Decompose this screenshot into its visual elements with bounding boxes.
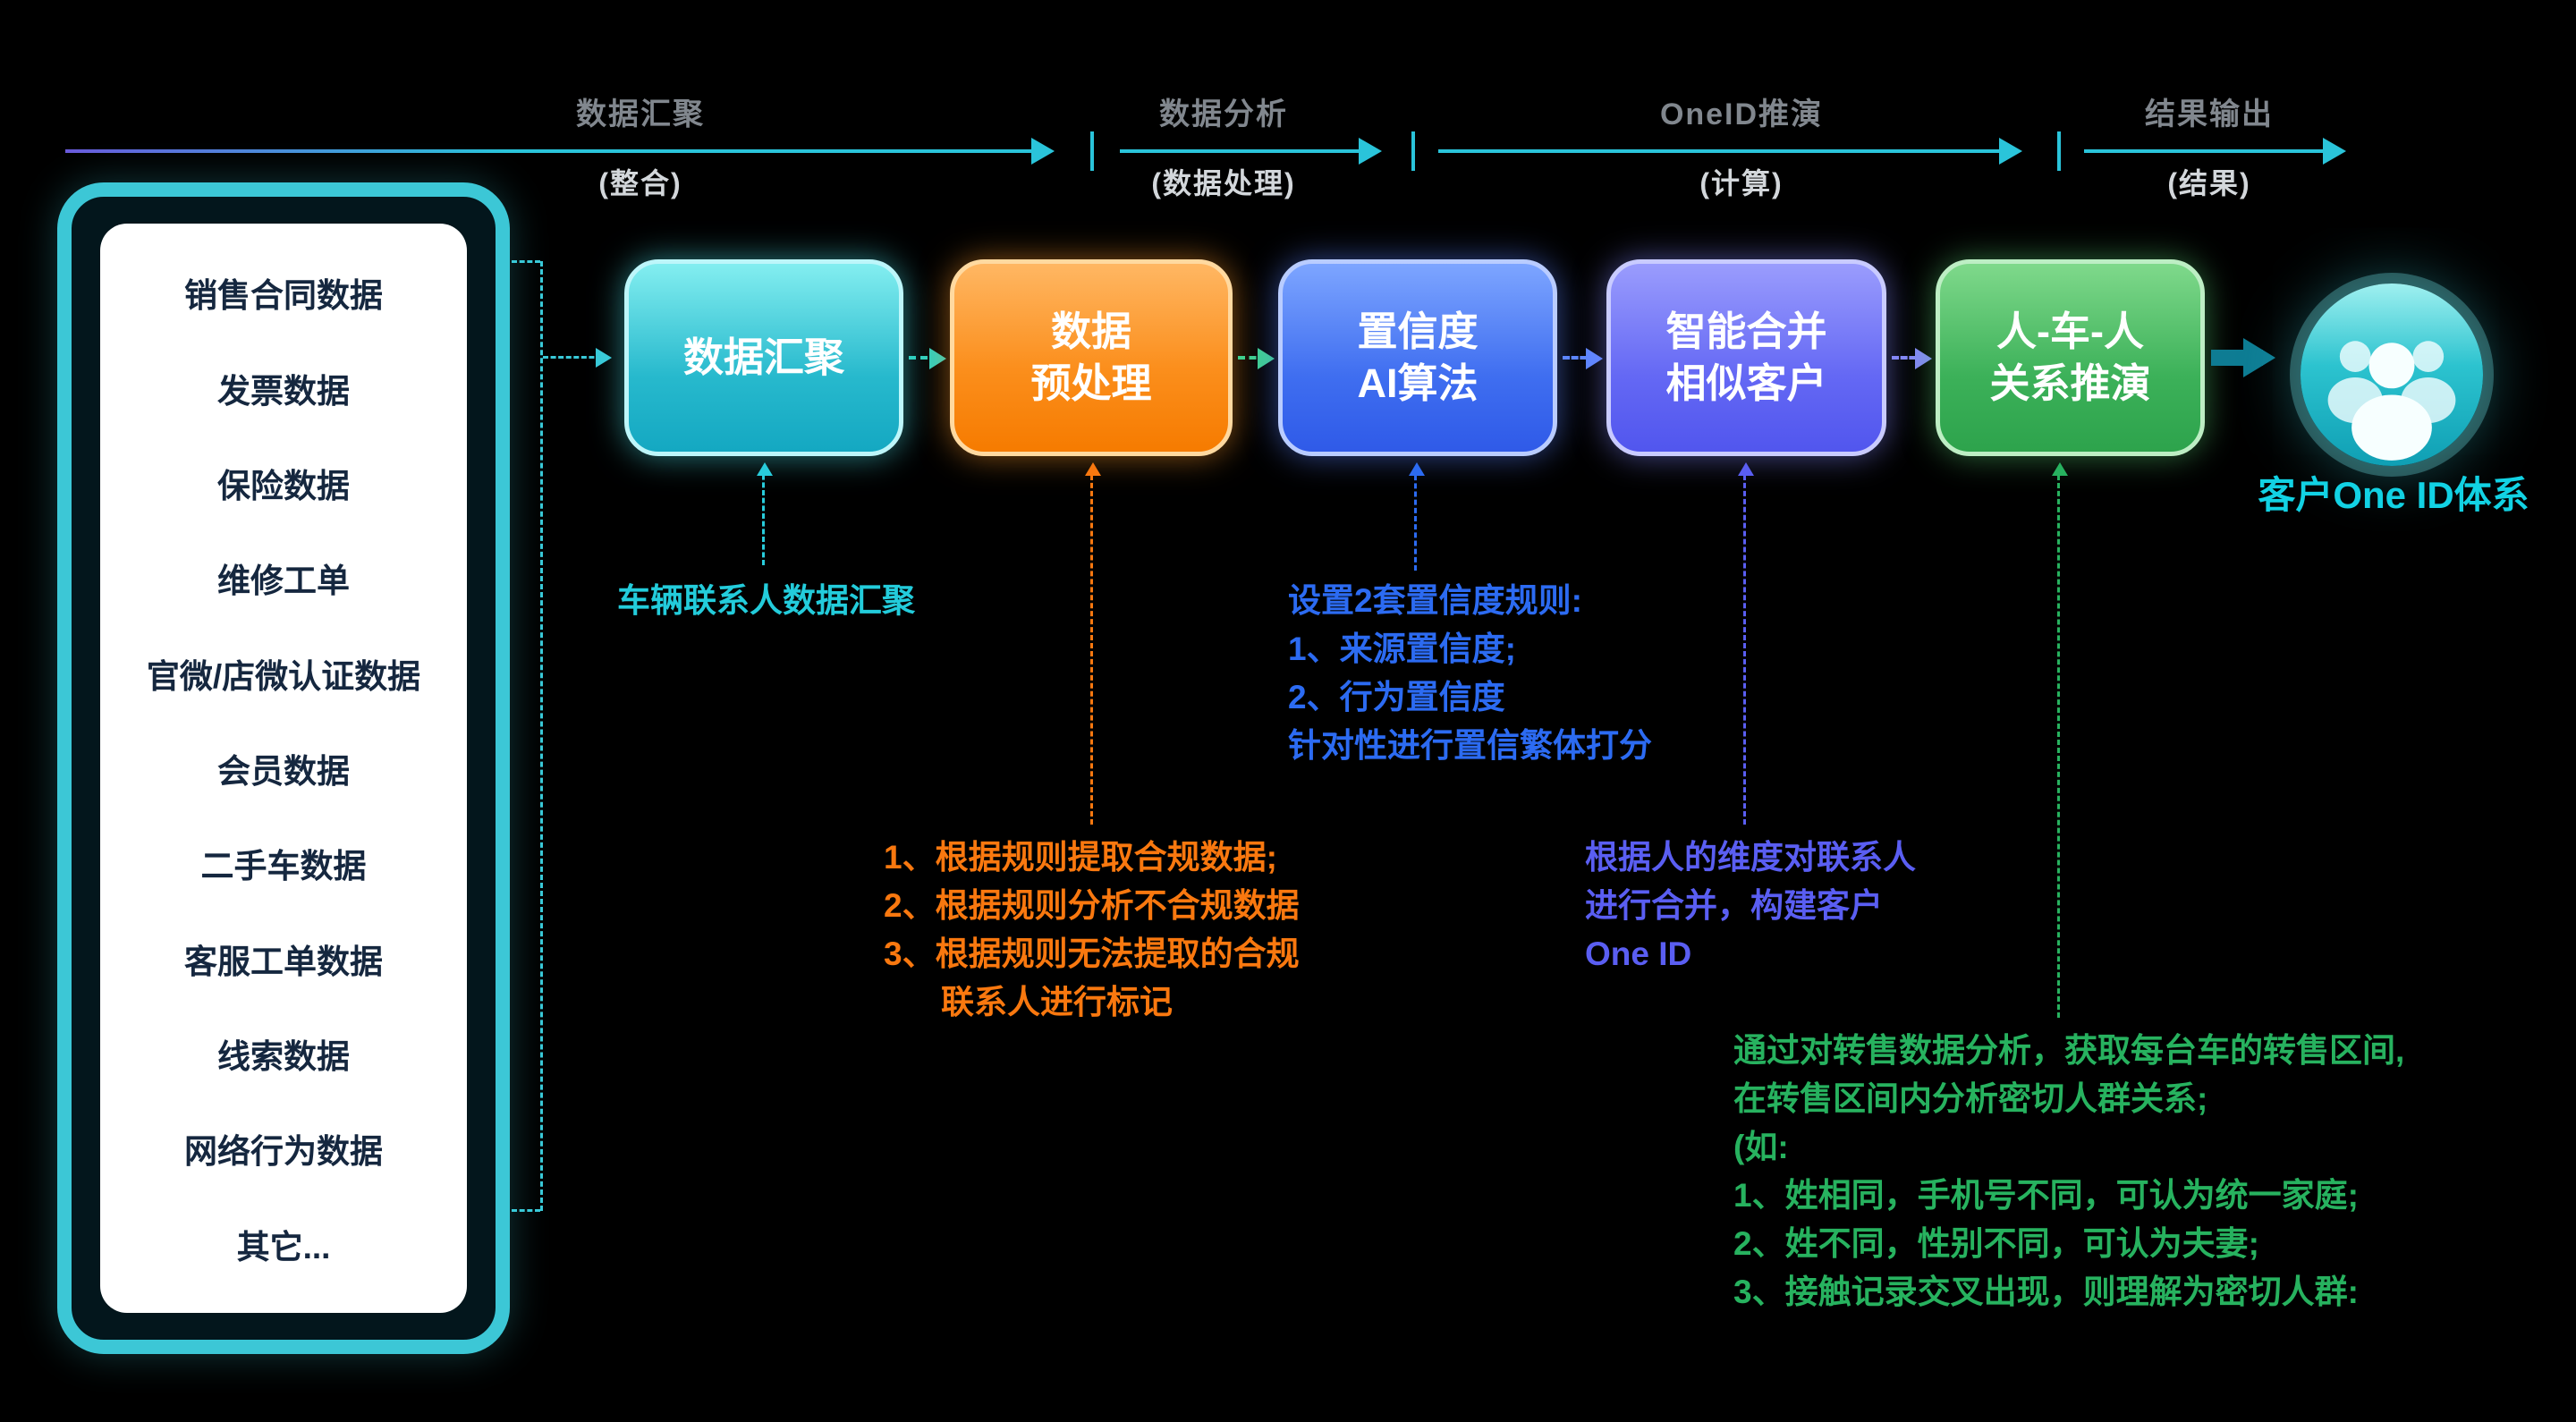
- phase-arrow-icon: [1438, 138, 2022, 165]
- annotation-text-line: 3、根据规则无法提取的合规: [884, 935, 1300, 972]
- annotation-text-line: 1、来源置信度;: [1288, 631, 1516, 667]
- flow-box-line: 人-车-人: [1996, 308, 2144, 354]
- flow-arrow-icon: [1563, 348, 1603, 369]
- phase-divider: [1090, 131, 1094, 171]
- phase-sublabel-result: (结果): [2167, 167, 2251, 199]
- annotation-text-line: 通过对转售数据分析，获取每台车的转售区间,: [1733, 1032, 2405, 1069]
- annotation-preprocess: 1、根据规则提取合规数据; 2、根据规则分析不合规数据 3、根据规则无法提取的合…: [884, 834, 1300, 1027]
- flow-box-line: 关系推演: [1989, 360, 2151, 406]
- phase-arrow-icon: [2084, 138, 2346, 165]
- annotation-text-line: (如:: [1733, 1129, 1789, 1165]
- phase-arrow-icon: [1120, 138, 1382, 165]
- source-item-others: 其它...: [236, 1228, 331, 1265]
- annotation-text-line: 2、行为置信度: [1288, 679, 1505, 715]
- source-item-invoice: 发票数据: [217, 372, 350, 410]
- annotation-text-line: 3、接触记录交叉出现，则理解为密切人群:: [1733, 1274, 2359, 1310]
- flow-box-line: 智能合并: [1665, 308, 1827, 354]
- annotation-text-line: 1、根据规则提取合规数据;: [884, 839, 1277, 876]
- flow-box-line: 数据汇聚: [682, 334, 844, 380]
- source-item-member: 会员数据: [217, 752, 350, 790]
- annotation-text-line: 2、姓不同，性别不同，可认为夫妻;: [1733, 1225, 2259, 1262]
- source-item-leads: 线索数据: [217, 1038, 350, 1076]
- flow-arrow-icon: [909, 348, 946, 369]
- phase-sublabel-computation: (计算): [1699, 167, 1784, 199]
- flow-box-data-aggregation: 数据汇聚: [624, 259, 903, 456]
- flow-box-smart-merge: 智能合并 相似客户: [1606, 259, 1886, 456]
- phase-divider: [2057, 131, 2061, 171]
- annotation-line-confidence: [1409, 462, 1425, 571]
- annotation-text-line: 设置2套置信度规则:: [1288, 582, 1582, 619]
- source-item-web-behavior: 网络行为数据: [184, 1133, 383, 1171]
- flow-box-person-car-relation: 人-车-人 关系推演: [1936, 259, 2205, 456]
- panel-connector-top: [512, 260, 540, 263]
- annotation-merge: 根据人的维度对联系人 进行合并，构建客户 One ID: [1585, 834, 1916, 978]
- final-arrow-icon: [2211, 338, 2275, 377]
- annotation-line-relation: [2052, 462, 2068, 1018]
- annotation-text-line: 2、根据规则分析不合规数据: [884, 887, 1300, 924]
- phase-arrow-icon: [65, 138, 1055, 165]
- flow-box-line: 置信度: [1357, 308, 1479, 354]
- flow-box-data-preprocessing: 数据 预处理: [950, 259, 1233, 456]
- panel-connector-bottom: [512, 1209, 540, 1212]
- data-source-list: 销售合同数据 发票数据 保险数据 维修工单 官微/店微认证数据 会员数据 二手车…: [100, 224, 467, 1313]
- flow-box-confidence-ai: 置信度 AI算法: [1278, 259, 1557, 456]
- panel-connector-arrow-icon: [543, 348, 612, 368]
- annotation-text-line: 在转售区间内分析密切人群关系;: [1733, 1080, 2208, 1117]
- flow-box-line: 预处理: [1030, 360, 1152, 406]
- source-item-used-car: 二手车数据: [200, 848, 367, 885]
- flow-box-line: 数据: [1050, 308, 1131, 354]
- annotation-text-line: 1、姓相同，手机号不同，可认为统一家庭;: [1733, 1177, 2359, 1214]
- phase-label-output: 结果输出: [2145, 97, 2274, 131]
- source-item-repair-order: 维修工单: [217, 563, 350, 600]
- phase-label-analysis: 数据分析: [1159, 97, 1288, 131]
- flow-arrow-icon: [1238, 348, 1275, 369]
- annotation-line-preprocess: [1085, 462, 1101, 825]
- source-item-insurance: 保险数据: [217, 467, 350, 504]
- annotation-line-merge: [1738, 462, 1754, 825]
- annotation-confidence: 设置2套置信度规则: 1、来源置信度; 2、行为置信度 针对性进行置信繁体打分: [1288, 577, 1652, 770]
- customer-group-icon: [2301, 284, 2483, 466]
- annotation-aggregate: 车辆联系人数据汇聚: [617, 577, 915, 625]
- source-item-service-ticket: 客服工单数据: [184, 943, 383, 980]
- flow-arrow-icon: [1892, 348, 1932, 369]
- panel-connector-vertical: [540, 261, 543, 1211]
- phase-label-aggregation: 数据汇聚: [576, 97, 705, 131]
- phase-label-oneid: OneID推演: [1659, 97, 1824, 131]
- flow-box-line: AI算法: [1357, 360, 1479, 406]
- source-item-wechat-auth: 官微/店微认证数据: [146, 657, 421, 695]
- data-source-panel: 销售合同数据 发票数据 保险数据 维修工单 官微/店微认证数据 会员数据 二手车…: [57, 182, 510, 1354]
- phase-sublabel-integration: (整合): [598, 167, 682, 199]
- annotation-line-aggregate: [757, 462, 773, 565]
- annotation-text-line: 根据人的维度对联系人: [1585, 839, 1916, 876]
- annotation-text-line: 车辆联系人数据汇聚: [617, 582, 915, 619]
- oneid-system-label: 客户One ID体系: [2258, 474, 2529, 516]
- annotation-text-line: 进行合并，构建客户: [1585, 887, 1883, 924]
- source-item-sales-contract: 销售合同数据: [184, 277, 383, 315]
- annotation-text-line: One ID: [1585, 935, 1692, 972]
- flow-box-line: 相似客户: [1665, 360, 1827, 406]
- annotation-relation: 通过对转售数据分析，获取每台车的转售区间, 在转售区间内分析密切人群关系; (如…: [1733, 1027, 2404, 1316]
- people-icon: [2327, 341, 2456, 461]
- phase-sublabel-processing: (数据处理): [1151, 167, 1296, 199]
- annotation-text-line: 联系人进行标记: [941, 984, 1173, 1020]
- phase-divider: [1411, 131, 1415, 171]
- annotation-text-line: 针对性进行置信繁体打分: [1288, 727, 1652, 764]
